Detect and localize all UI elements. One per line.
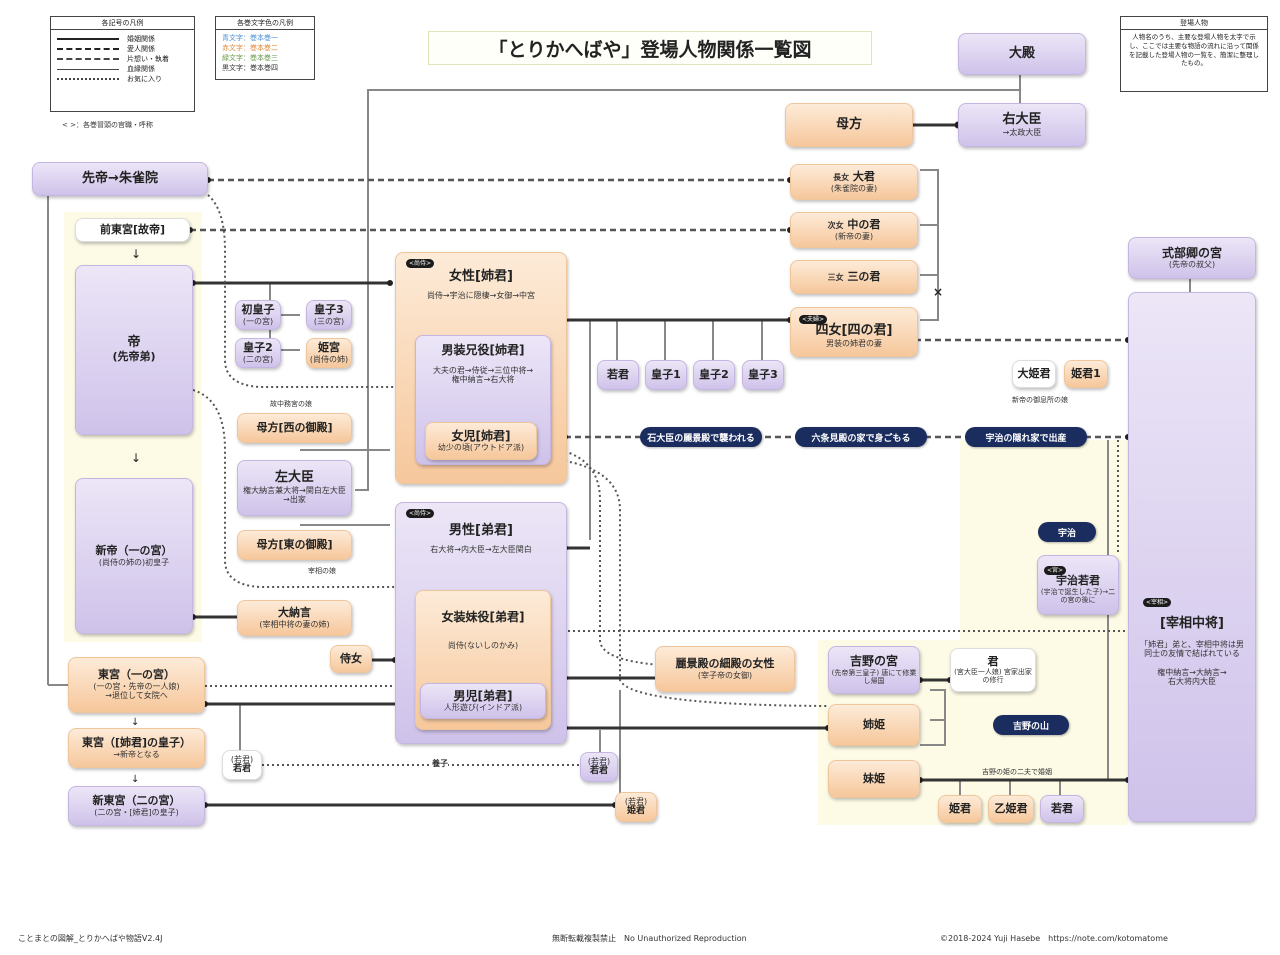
node-shin-togu[interactable]: 新東宮（二の宮）(二の宮・[姉君]の皇子) bbox=[68, 786, 205, 826]
node-miko3-left[interactable]: 皇子3(三の宮) bbox=[306, 300, 352, 330]
footer-center: 無断転載複製禁止 No Unauthorized Reproduction bbox=[552, 934, 747, 943]
note-higashi: 宰相の娘 bbox=[308, 567, 336, 575]
color-row-1: 青文字：巻本巻一 bbox=[222, 34, 278, 42]
node-saki-togu[interactable]: 前東宮[故帝] bbox=[75, 218, 190, 242]
line-legend: 各記号の凡例 婚姻関係 愛人関係 片想い・執着 血縁関係 お気に入り bbox=[50, 16, 195, 112]
node-miko2-left[interactable]: 皇子2(二の宮) bbox=[235, 338, 281, 368]
node-himegimi-b[interactable]: 姫君 bbox=[938, 795, 982, 823]
node-hahakata-nishi[interactable]: 母方[西の御殿] bbox=[237, 413, 352, 443]
node-hahakata-higashi[interactable]: 母方[東の御殿] bbox=[237, 530, 352, 560]
color-row-2: 赤文字：巻本巻二 bbox=[222, 44, 278, 52]
legend-row-blood: 血縁関係 bbox=[57, 64, 188, 74]
color-row-4: 黒文字：巻本巻四 bbox=[222, 64, 278, 72]
footer-left: ことまとの図解_とりかへばや物語V2.4J bbox=[18, 934, 163, 943]
page-title: 「とりかへばや」登場人物関係一覧図 bbox=[428, 31, 872, 65]
legend-row-favorite: お気に入り bbox=[57, 74, 188, 84]
node-miko2[interactable]: 皇子2 bbox=[693, 360, 735, 390]
notes-legend: 登場人物 人物名のうち、主要な登場人物を太字で示し、ここでは主要な物語の流れに沿… bbox=[1120, 16, 1268, 92]
legend-row-lover: 愛人関係 bbox=[57, 44, 188, 54]
legend-row-marriage: 婚姻関係 bbox=[57, 34, 188, 44]
node-mikado[interactable]: 帝(先帝弟) bbox=[75, 265, 193, 435]
node-shikibukyo[interactable]: 式部卿の宮(先帝の叔父) bbox=[1128, 237, 1256, 279]
node-saisho[interactable]: <宰相> [宰相中将] 「姉君」弟と、宰相中将は男同士の友情で結ばれている 権中… bbox=[1128, 292, 1256, 822]
node-yoshino-miya[interactable]: 吉野の宮(先帝第三皇子) 唐にて修業し帰国 bbox=[828, 646, 920, 694]
node-sannokimi[interactable]: 三女 三の君 bbox=[790, 260, 918, 294]
node-dainagon[interactable]: 大納言(宰相中将の妻の姉) bbox=[237, 600, 352, 636]
pill-yoshino: 吉野の山 bbox=[993, 715, 1069, 735]
node-uji-wakagimi[interactable]: <宮> 宇治若君 (宇治で誕生した子)→二の宮の後に bbox=[1037, 555, 1119, 615]
color-legend-header: 各巻文字色の凡例 bbox=[216, 17, 314, 30]
footer-right: ©2018-2024 Yuji Hasebe https://note.com/… bbox=[940, 934, 1168, 943]
node-hatsu-miko[interactable]: 初皇子(一の宮) bbox=[235, 300, 281, 330]
node-otoko-otouto-inner[interactable]: 男児[弟君]人形遊び(インドア派) bbox=[420, 683, 546, 719]
node-togu-ichi[interactable]: 東宮（一の宮）(一の宮・先帝の一人娘)→退位して女院へ bbox=[68, 657, 205, 713]
node-miko3[interactable]: 皇子3 bbox=[742, 360, 784, 390]
node-yonnokimi[interactable]: <夫婦>四女[四の君]男装の姉君の妻 bbox=[790, 307, 918, 357]
legend-row-oneway: 片想い・執着 bbox=[57, 54, 188, 64]
note-daihimegimi: 新帝の御息所の娘 bbox=[1012, 396, 1068, 404]
node-nakanokimi[interactable]: 次女 中の君(新帝の妻) bbox=[790, 212, 918, 248]
pill-birth: 宇治の隠れ家で出産 bbox=[965, 427, 1087, 447]
note-yoshino-marriage: 吉野の姫の二夫で婚姻 bbox=[982, 768, 1052, 776]
node-reikeiden[interactable]: 麗景殿の細殿の女性(宰子帝の女御) bbox=[655, 646, 795, 692]
node-sentei[interactable]: 先帝→朱雀院 bbox=[32, 162, 208, 196]
svg-text:×: × bbox=[933, 285, 943, 299]
color-legend: 各巻文字色の凡例 青文字：巻本巻一 赤文字：巻本巻二 緑文字：巻本巻三 黒文字：… bbox=[215, 16, 315, 80]
node-wakagimi[interactable]: 若君 bbox=[597, 360, 639, 390]
note-nishi: 故中務宮の娘 bbox=[270, 400, 312, 408]
node-anehime[interactable]: 姉姫 bbox=[828, 704, 920, 746]
pill-uji: 宇治 bbox=[1038, 522, 1096, 542]
node-shintei[interactable]: 新帝（一の宮）(尚侍の姉の)初皇子 bbox=[75, 478, 193, 634]
node-sadaijin[interactable]: 左大臣権大納言兼大将→関白左大臣→出家 bbox=[237, 460, 352, 516]
line-legend-header: 各記号の凡例 bbox=[51, 17, 194, 30]
node-onna-ane-inner[interactable]: 女児[姉君]幼少の頃(アウトドア派) bbox=[425, 422, 537, 460]
node-himegimi1[interactable]: 姫君1 bbox=[1064, 360, 1108, 388]
node-wakagimi-left[interactable]: (若君)若君 bbox=[222, 750, 262, 780]
notes-legend-text: 人物名のうち、主要な登場人物を太字で示し、ここでは主要な物語の流れに沿って関係を… bbox=[1129, 33, 1259, 68]
node-daisho[interactable]: 大殿 bbox=[958, 33, 1086, 75]
pill-attacked: 石大臣の麗景殿で襲われる bbox=[640, 427, 762, 447]
note-yoshiko: 養子 bbox=[432, 758, 448, 769]
node-hahakata[interactable]: 母方 bbox=[785, 103, 913, 147]
node-imotohime[interactable]: 妹姫 bbox=[828, 760, 920, 798]
node-udaijin[interactable]: 右大臣→太政大臣 bbox=[958, 103, 1086, 147]
notes-legend-header: 登場人物 bbox=[1121, 17, 1267, 30]
node-togu-ni[interactable]: 東宮（[姉君]の皇子）→新帝となる bbox=[68, 728, 205, 768]
node-wakagimi-low[interactable]: (若君)姫君 bbox=[615, 792, 657, 822]
pill-pregnant: 六条見殿の家で身ごもる bbox=[795, 427, 927, 447]
node-otohimegimi[interactable]: 乙姫君 bbox=[988, 795, 1034, 823]
node-wakagimi-b[interactable]: 若君 bbox=[1040, 795, 1084, 823]
node-wakagimi-mid[interactable]: (若君)若君 bbox=[580, 752, 618, 782]
svg-text:↓: ↓ bbox=[131, 774, 139, 785]
node-kimi[interactable]: 君(宮大臣一人娘) 宮家出家の修行 bbox=[950, 648, 1036, 692]
node-jijuu[interactable]: 侍女 bbox=[330, 645, 372, 673]
node-daihimegimi[interactable]: 大姫君 bbox=[1012, 360, 1056, 388]
color-row-3: 緑文字：巻本巻三 bbox=[222, 54, 278, 62]
node-miko1[interactable]: 皇子1 bbox=[645, 360, 687, 390]
legend-note: < >：各巻冒頭の官職・呼称 bbox=[62, 121, 153, 129]
svg-text:↓: ↓ bbox=[131, 717, 139, 728]
node-oogimi[interactable]: 長女 大君(朱雀院の妻) bbox=[790, 164, 918, 200]
node-nyogo[interactable]: 姫宮(尚侍の姉) bbox=[306, 338, 352, 368]
